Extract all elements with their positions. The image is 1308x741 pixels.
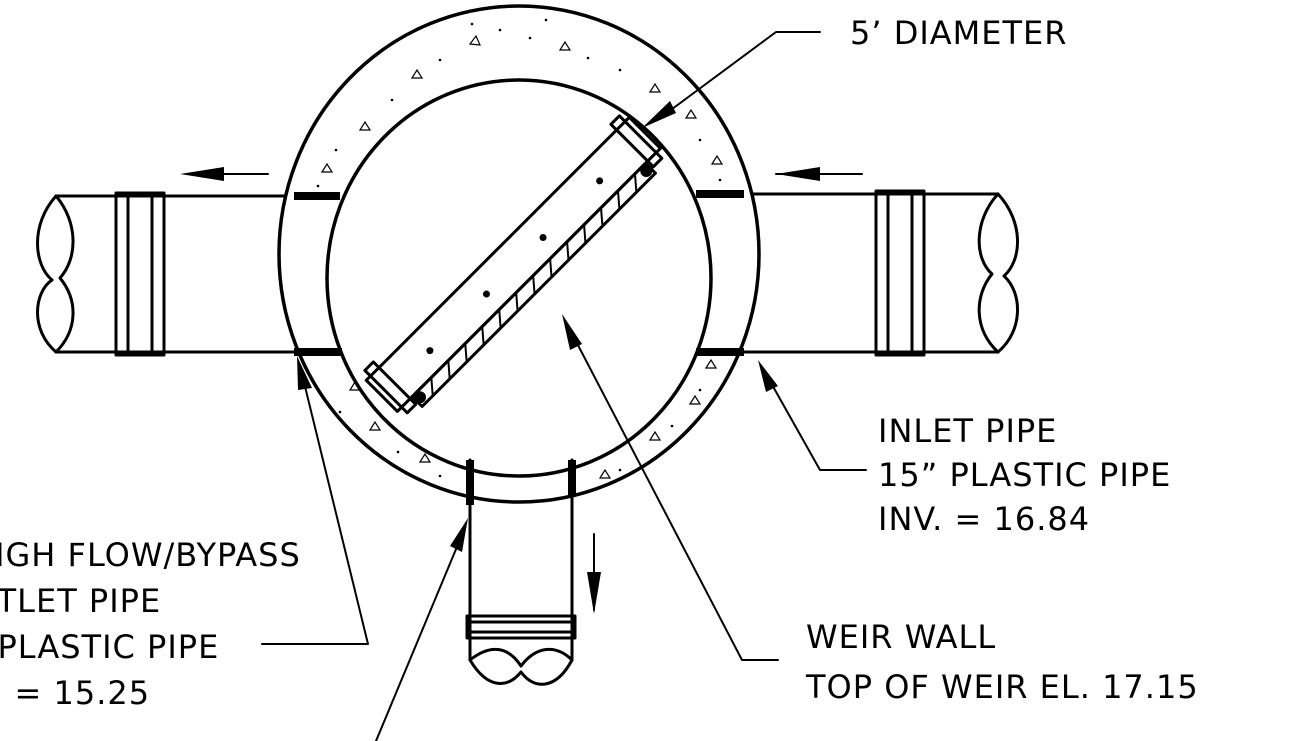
- left-outlet-pipe: [36, 191, 302, 357]
- outlet-callout-line-3: 15” PLASTIC PIPE: [0, 628, 219, 666]
- inlet-callout-line-1: INLET PIPE: [878, 412, 1057, 450]
- outlet-callout-line-1: HIGH FLOW/BYPASS: [0, 536, 301, 574]
- inlet-callout-line-3: INV. = 16.84: [878, 500, 1090, 538]
- pipe-penetrations: [294, 190, 744, 505]
- manhole-structure: [277, 4, 761, 504]
- leader-bottom-pipe: [375, 518, 468, 741]
- flow-arrow-right: [775, 167, 863, 181]
- flow-arrow-left: [180, 167, 269, 181]
- weir-hatching: [430, 172, 638, 397]
- weir-callout-line-2: TOP OF WEIR EL. 17.15: [805, 668, 1199, 706]
- inlet-callout-line-2: 15” PLASTIC PIPE: [878, 456, 1171, 494]
- leader-weir: [562, 314, 779, 661]
- inlet-pipe-callout: INLET PIPE 15” PLASTIC PIPE INV. = 16.84: [878, 412, 1171, 538]
- outlet-callout-line-4: INV. = 15.25: [0, 674, 150, 712]
- bottom-bypass-pipe: [465, 458, 577, 686]
- concrete-aggregate-pattern: [316, 18, 724, 492]
- leader-diameter: [642, 31, 821, 128]
- flow-arrow-down: [587, 533, 601, 614]
- leader-inlet: [758, 360, 867, 471]
- leader-outlet: [261, 356, 369, 645]
- diameter-label: 5’ DIAMETER: [850, 14, 1068, 52]
- weir-wall: [363, 114, 664, 415]
- weir-callout-line-1: WEIR WALL: [806, 618, 996, 656]
- outlet-callout-line-2: OUTLET PIPE: [0, 582, 161, 620]
- outlet-pipe-callout: HIGH FLOW/BYPASS OUTLET PIPE 15” PLASTIC…: [0, 536, 301, 712]
- right-inlet-pipe: [738, 189, 1020, 357]
- weir-wall-callout: WEIR WALL TOP OF WEIR EL. 17.15: [805, 618, 1199, 706]
